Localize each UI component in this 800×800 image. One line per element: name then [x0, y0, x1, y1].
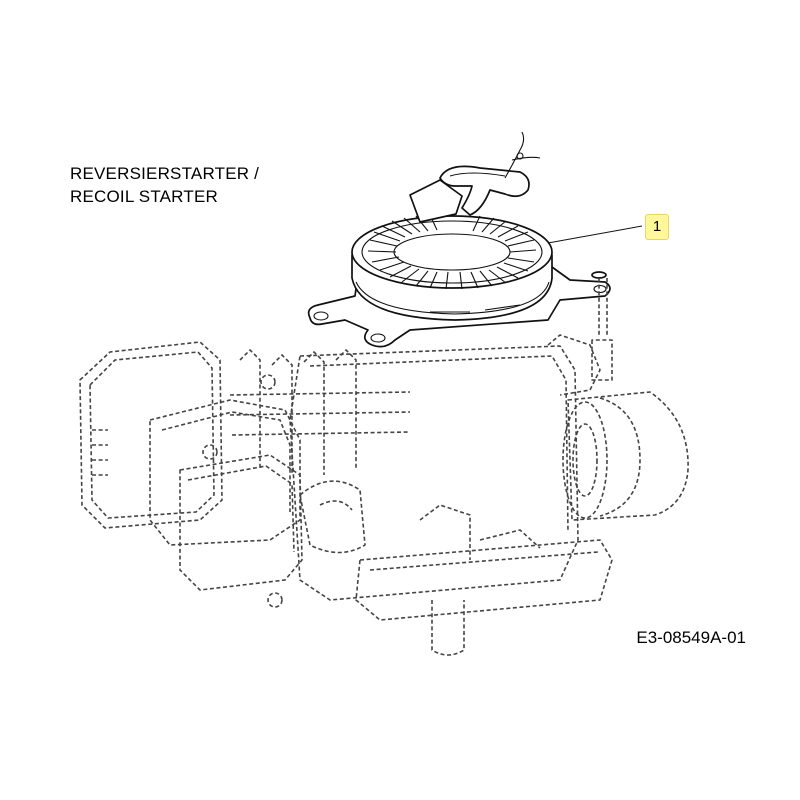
diagram-title: REVERSIERSTARTER / RECOIL STARTER	[70, 162, 259, 208]
recoil-starter-assembly[interactable]	[307, 131, 611, 348]
starter-vent-slots	[367, 214, 537, 290]
part-callout-1[interactable]: 1	[645, 214, 669, 240]
callout-leader-line	[547, 225, 643, 244]
title-line-english: RECOIL STARTER	[70, 187, 218, 206]
title-line-german: REVERSIERSTARTER /	[70, 164, 260, 183]
engine-ghost-outline	[79, 334, 689, 656]
drawing-code: E3-08549A-01	[636, 628, 746, 647]
mounting-bolt	[591, 271, 608, 335]
